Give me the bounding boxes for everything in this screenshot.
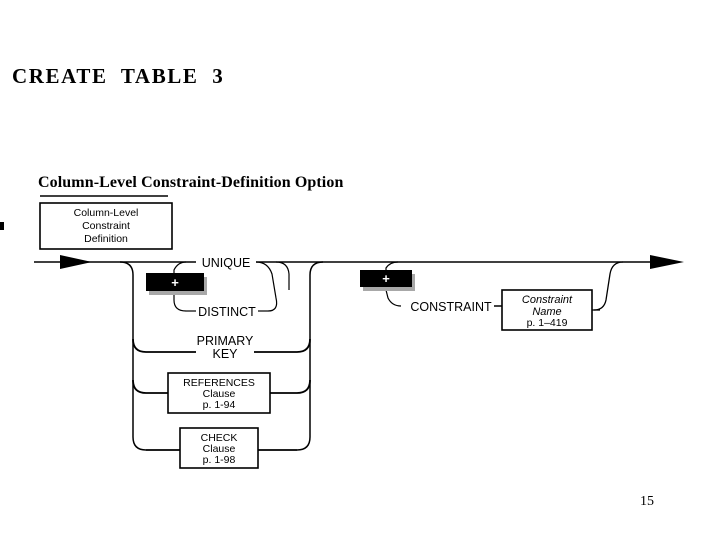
branch-label-unique-fg: UNIQUE: [202, 256, 251, 270]
unique-distinct-repeat-marker[interactable]: [146, 273, 204, 291]
unique-group-join: [275, 261, 290, 290]
primary-key-rail-right: [254, 338, 311, 353]
marker-2-connector-in: [385, 261, 399, 272]
page-number: 15: [640, 494, 654, 509]
check-clause-box: [179, 427, 259, 469]
entry-box-line-3: Definition: [84, 233, 128, 245]
constraint-name-line-2: Name: [532, 306, 561, 318]
marker-1-connector-out: [173, 292, 187, 312]
plus-icon: +: [171, 275, 179, 290]
branch-label-key: KEY: [212, 347, 238, 361]
distinct-rail-right: [255, 261, 278, 312]
left-margin-tick: [0, 222, 4, 230]
branch-label-distinct: DISTINCT: [198, 305, 256, 319]
marker-1-connector-in: [173, 261, 187, 274]
branch-rail-right: [296, 261, 324, 451]
primary-key-rail-left: [132, 338, 196, 353]
unique-label-backdrop: [196, 254, 256, 270]
constraint-name-page-ref: p. 1–419: [527, 317, 568, 329]
check-box-line-2: Clause: [203, 443, 236, 455]
references-box-line-1: REFERENCES: [183, 377, 255, 389]
references-rail-left: [132, 379, 168, 394]
entry-box-line-1: Column-Level: [74, 207, 139, 219]
plus-icon: +: [382, 271, 390, 286]
branch-label-primary: PRIMARY: [197, 334, 254, 348]
diagram-heading: Column-Level Constraint-Definition Optio…: [38, 174, 344, 191]
constraint-label: CONSTRAINT: [410, 300, 492, 314]
constraint-name-line-1: Constraint: [522, 294, 573, 306]
check-box-line-3: p. 1-98: [203, 454, 236, 466]
check-box-line-1: CHECK: [201, 432, 238, 444]
entry-box: [39, 202, 173, 250]
references-rail-right: [270, 379, 311, 394]
references-box-line-2: Clause: [203, 388, 236, 400]
entry-box-line-2: Constraint: [82, 220, 130, 232]
page-title: CREATE TABLE 3: [12, 64, 225, 88]
constraint-repeat-marker[interactable]: [360, 270, 412, 287]
flow-arrow-right: [650, 255, 684, 269]
references-box-line-3: p. 1-94: [203, 399, 236, 411]
constraint-name-box: [501, 289, 593, 331]
flow-arrow-left: [60, 255, 92, 269]
marker-2-connector-out: [385, 289, 402, 307]
constraint-bypass-rail: [593, 261, 624, 311]
references-clause-box: [167, 372, 271, 414]
branch-rail-left: [119, 261, 147, 451]
